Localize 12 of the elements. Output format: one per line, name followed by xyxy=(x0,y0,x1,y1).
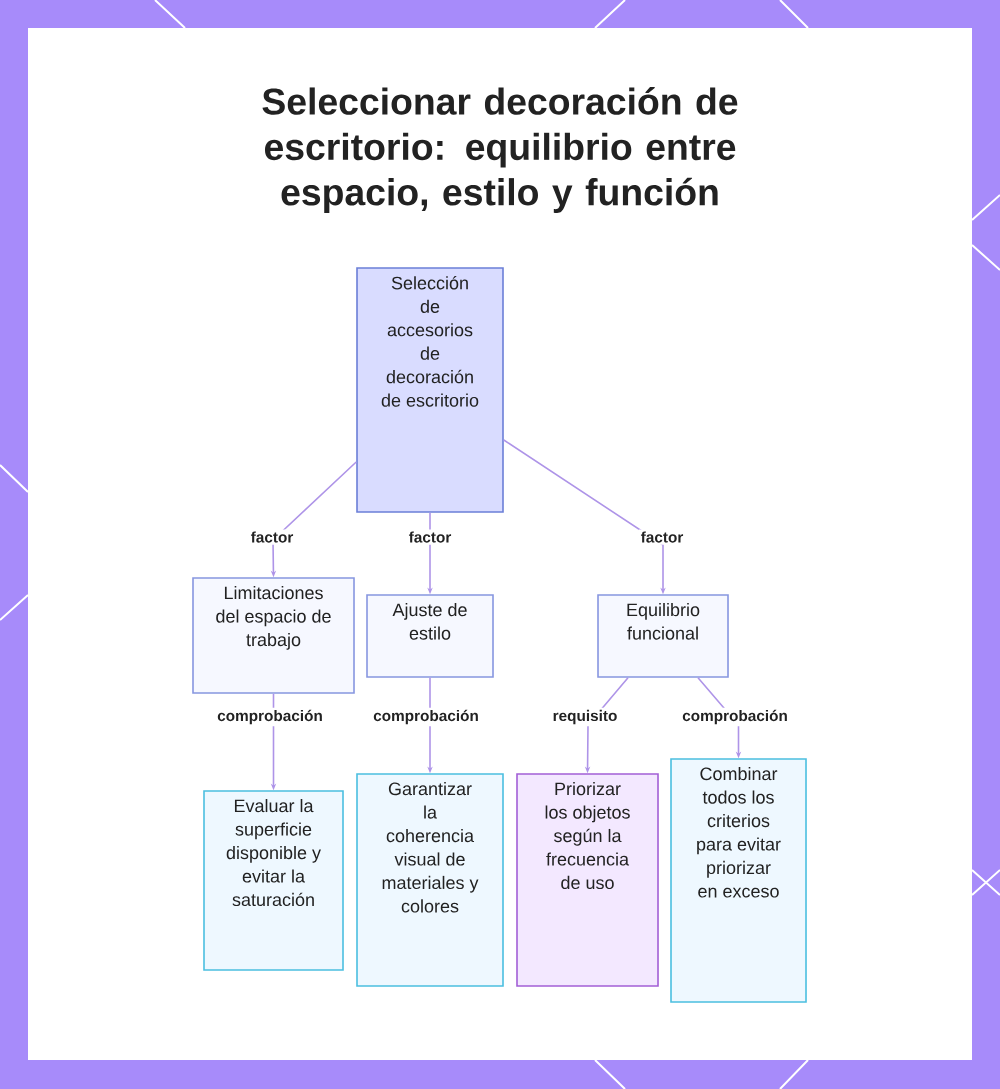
process-box: Garantizar la coherencia visual de materiales y colores xyxy=(356,773,504,987)
title: Seleccionar decoración de escritorio: equilibrio entre espacio, estilo y función xyxy=(262,87,738,213)
process-box: Ajuste de estilo xyxy=(366,594,494,678)
process-box: Limitaciones del espacio de trabajo xyxy=(192,577,355,694)
process-box: Combinar todos los criterios para evitar priorizar en exceso xyxy=(670,758,807,1003)
process-box: Equilibrio funcional xyxy=(597,594,729,678)
process-box: Priorizar los objetos según la frecuencia de uso xyxy=(516,773,659,987)
edge-label: factor xyxy=(248,529,296,545)
edge-label: factor xyxy=(638,529,686,545)
process-box: Evaluar la superficie disponible y evitar la saturación xyxy=(203,790,344,971)
process-box: Selección de accesorios de decoración de escritorio xyxy=(356,267,504,513)
edge-label: factor xyxy=(406,529,454,545)
